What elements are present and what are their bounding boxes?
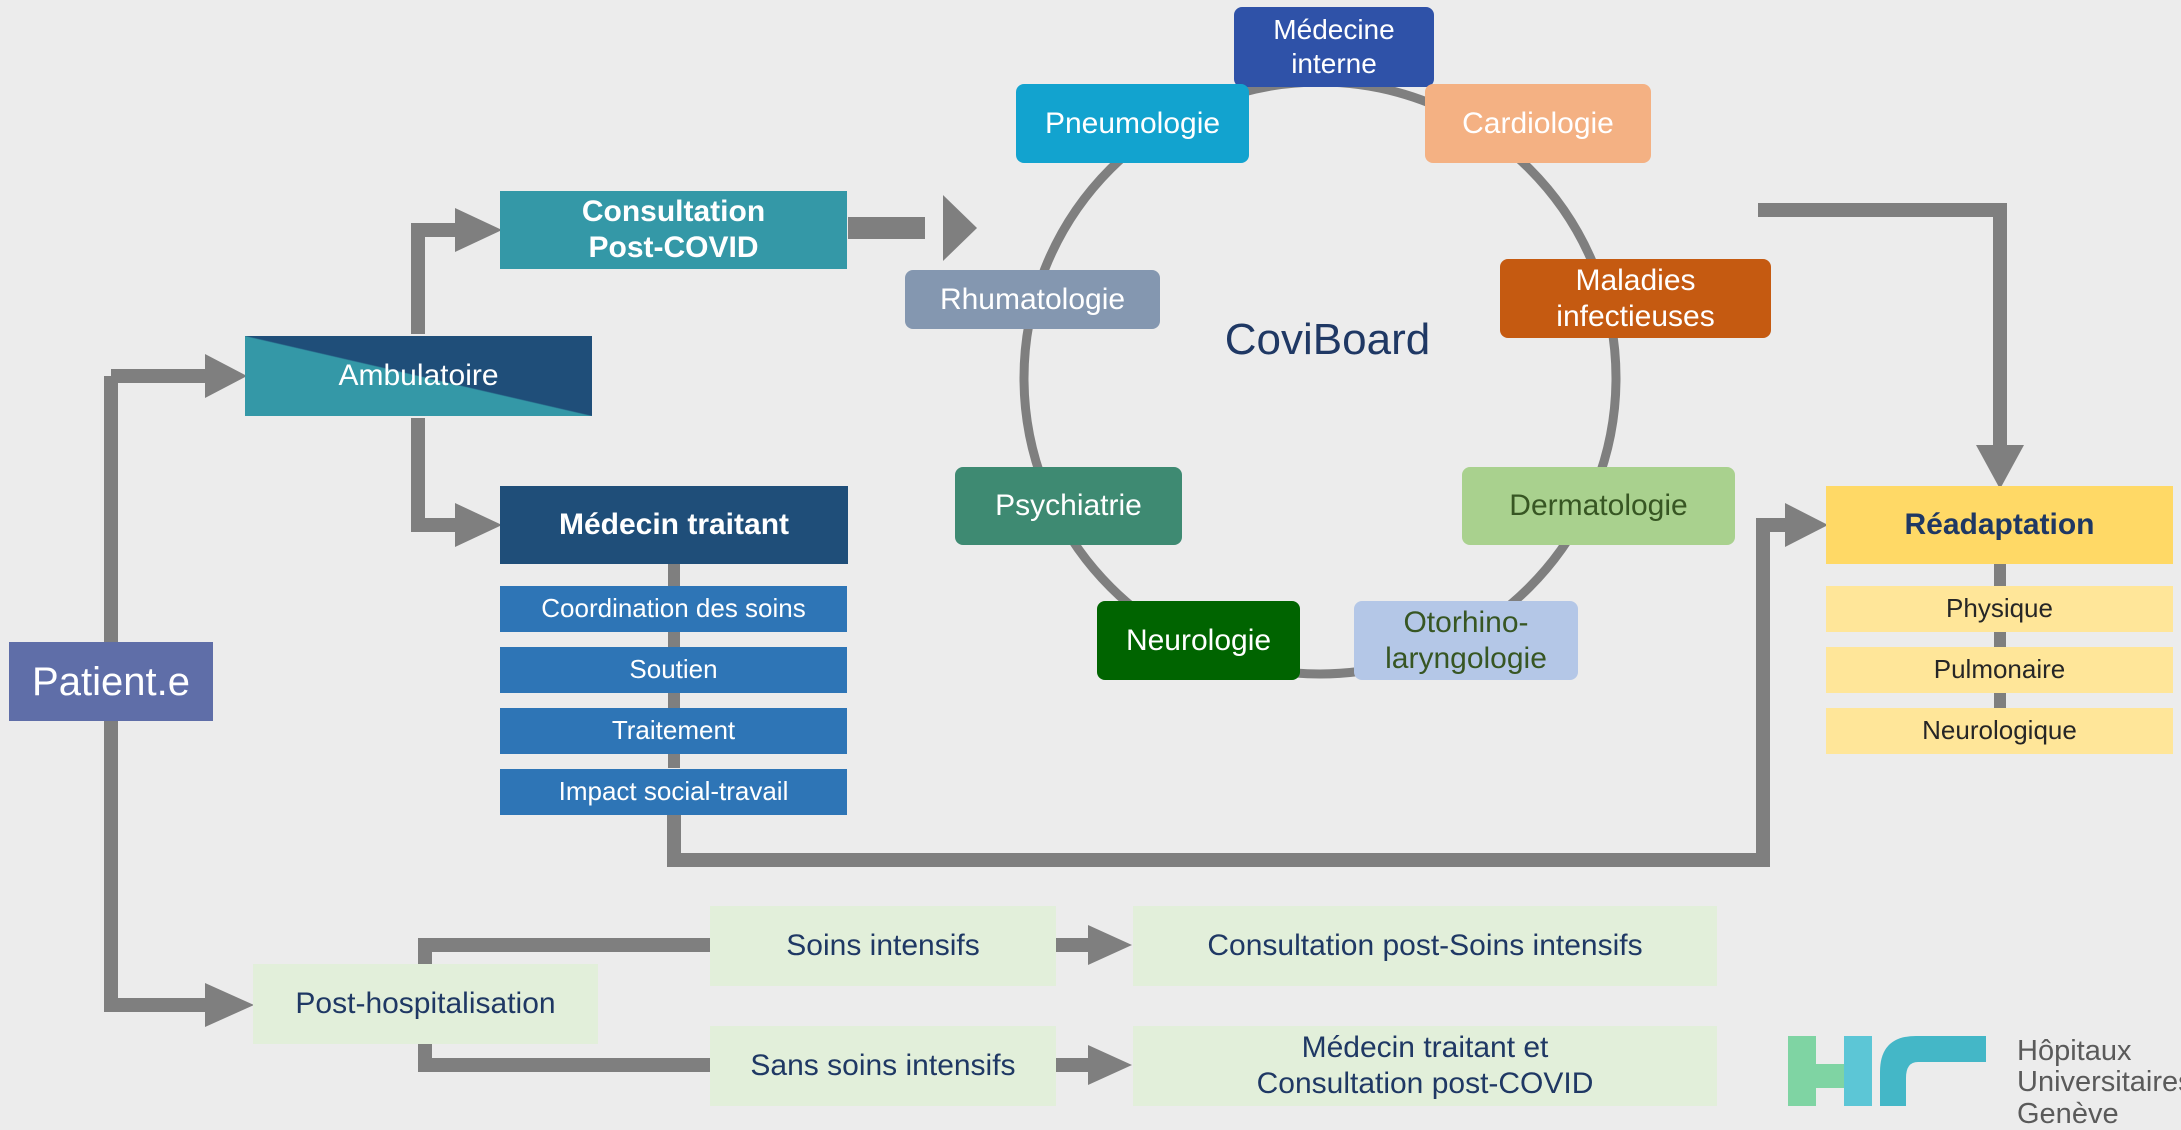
readaptation-item-physique: Physique [1826, 586, 2173, 632]
specialty-orl: Otorhino- laryngologie [1354, 601, 1578, 680]
arrowhead-consultation [455, 208, 502, 252]
readaptation-item-pulmonaire: Pulmonaire [1826, 647, 2173, 693]
connector-ambulatoire-medecin [411, 418, 460, 532]
ambulatoire-node: Ambulatoire [245, 336, 592, 416]
arrowhead-sans-soins-intensifs [1088, 1045, 1132, 1085]
connector-ambulatoire-consultation [411, 223, 460, 334]
arrowhead-post-hospitalisation [205, 983, 254, 1027]
readaptation-title: Réadaptation [1826, 486, 2173, 564]
hug-logo-graphic [1788, 1036, 1986, 1106]
arrowhead-coviboard [943, 195, 977, 261]
specialty-neurologie: Neurologie [1097, 601, 1300, 680]
medecin-item-coordination: Coordination des soins [500, 586, 847, 632]
hug-logo-text: Hôpitaux Universitaires Genève [2017, 1035, 2181, 1130]
readaptation-item-neurologique: Neurologique [1826, 708, 2173, 754]
coviboard-ring [1019, 77, 1621, 679]
arrowhead-soins-intensifs [1088, 925, 1132, 965]
specialty-dermatologie: Dermatologie [1462, 467, 1735, 545]
specialty-medecine-interne: Médecine interne [1234, 7, 1434, 87]
medecin-traitant-consultation-post-covid-node: Médecin traitant et Consultation post-CO… [1133, 1026, 1717, 1106]
post-hospitalisation-node: Post-hospitalisation [253, 964, 598, 1044]
medecin-item-impact: Impact social-travail [500, 769, 847, 815]
specialty-cardiologie: Cardiologie [1425, 84, 1651, 163]
medecin-traitant-title: Médecin traitant [500, 486, 848, 564]
specialty-maladies-infectieuses: Maladies infectieuses [1500, 259, 1771, 338]
specialty-psychiatrie: Psychiatrie [955, 467, 1182, 545]
consultation-post-covid-node: Consultation Post-COVID [500, 191, 847, 269]
arrowhead-ambulatoire [205, 354, 247, 398]
connector-medecin-readaptation [667, 518, 1795, 867]
connector-post-si [418, 938, 712, 964]
connector-post-sans-si [418, 1044, 712, 1072]
specialty-pneumologie: Pneumologie [1016, 84, 1249, 163]
connector-coviboard-readaptation [1758, 203, 2007, 450]
patient-node: Patient.e [9, 642, 213, 721]
arrowhead-readaptation-top [1976, 445, 2024, 489]
consultation-post-soins-intensifs-node: Consultation post-Soins intensifs [1133, 906, 1717, 986]
soins-intensifs-node: Soins intensifs [710, 906, 1056, 986]
specialty-rhumatologie: Rhumatologie [905, 270, 1160, 329]
sans-soins-intensifs-node: Sans soins intensifs [710, 1026, 1056, 1106]
medecin-item-soutien: Soutien [500, 647, 847, 693]
coviboard-title: CoviBoard [1224, 314, 1431, 364]
connector-patient-trunk [104, 376, 210, 1012]
arrowhead-readaptation-left [1785, 503, 1828, 547]
medecin-item-traitement: Traitement [500, 708, 847, 754]
diagram-connectors [104, 77, 2024, 1106]
arrowhead-medecin [455, 503, 502, 547]
